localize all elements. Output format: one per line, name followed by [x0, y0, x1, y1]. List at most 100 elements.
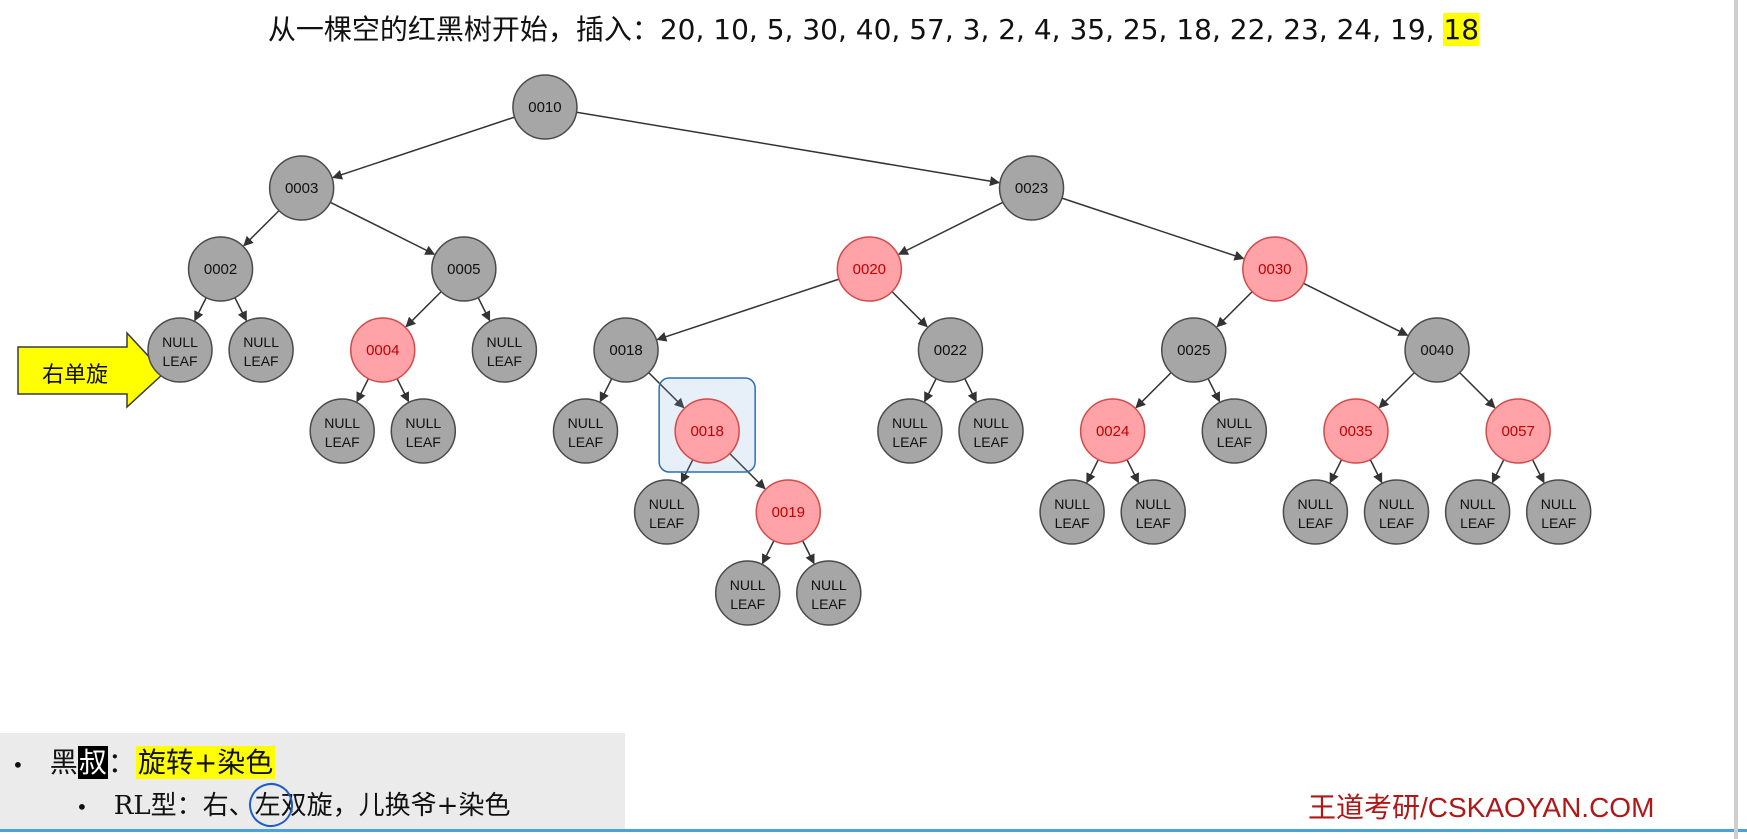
node-circle — [1039, 479, 1105, 545]
tree-node-0035-red: 0035 — [1323, 398, 1389, 464]
node-circle — [1242, 236, 1308, 302]
leaf-label-line-2: LEAF — [1541, 515, 1576, 531]
node-circle — [1485, 398, 1551, 464]
node-circle — [228, 317, 294, 383]
tree-node-0019-red: 0019 — [755, 479, 821, 545]
tree-node-0024-red: 0024 — [1079, 398, 1146, 464]
leaf-label-line-2: LEAF — [1136, 515, 1171, 531]
node-key-label: 0003 — [285, 180, 318, 197]
bullet: • — [12, 752, 24, 777]
tree-edge — [1086, 459, 1099, 484]
node-circle — [1444, 479, 1511, 545]
node-key-label: 0057 — [1501, 423, 1534, 440]
node-circle — [552, 398, 619, 464]
tree-edge — [576, 111, 1000, 187]
node-circle — [147, 317, 213, 383]
leaf-label-line-1: NULL — [1216, 415, 1252, 431]
node-key-label: 0019 — [772, 504, 805, 521]
rule-panel: •黑叔：旋转+染色 •RL型：右、左双旋，儿换爷+染色 — [0, 733, 625, 829]
node-circle — [998, 155, 1065, 221]
rule-double-rotation: 双旋，儿换爷+染色 — [280, 791, 511, 821]
node-circle — [836, 236, 903, 302]
node-circle — [1363, 479, 1430, 545]
leaf-label-line-2: LEAF — [162, 353, 197, 369]
node-circle — [390, 398, 457, 464]
node-circle — [1120, 479, 1186, 545]
node-circle — [958, 398, 1024, 464]
node-key-label: 0002 — [204, 261, 237, 278]
leaf-label-line-2: LEAF — [730, 596, 765, 612]
leaf-label-line-1: NULL — [405, 415, 441, 431]
tree-node-0025-black: 0025 — [1161, 317, 1227, 383]
tree-nodes: NULLLEAF0002NULLLEAF0003NULLLEAF0004NULL… — [147, 74, 1592, 626]
node-circle — [633, 479, 700, 545]
node-circle — [268, 155, 335, 221]
tree-edge — [396, 378, 410, 403]
tree-edge — [1135, 372, 1172, 409]
tree-edge — [234, 297, 247, 322]
bullet: • — [76, 795, 88, 819]
tree-edge — [356, 378, 370, 403]
rule-rotate-recolor: 旋转+染色 — [135, 746, 276, 779]
leaf-label-line-2: LEAF — [892, 434, 927, 450]
rule-rl-type: RL型：右、 — [113, 791, 255, 821]
tree-node-0040-black: 0040 — [1404, 317, 1470, 383]
tree-edge — [648, 372, 685, 409]
node-circle — [471, 317, 538, 383]
tree-edge — [243, 210, 280, 247]
node-circle — [1079, 398, 1146, 464]
tree-edges — [194, 111, 1545, 565]
node-circle — [1161, 317, 1227, 383]
rotation-arrow-shape — [17, 331, 166, 409]
node-circle — [1323, 398, 1389, 464]
tree-node-0010-black: 0010 — [512, 74, 578, 140]
tree-edge — [891, 291, 928, 328]
tree-edge — [477, 297, 491, 322]
rule-line-1: •黑叔：旋转+染色 — [12, 741, 276, 781]
rule-left-circled: 左 — [255, 785, 281, 822]
tree-node-0023-black: 0023 — [998, 155, 1065, 221]
tree-edge — [656, 278, 840, 342]
tree-edge — [1216, 291, 1253, 328]
node-circle — [714, 560, 781, 626]
tree-edge — [332, 116, 515, 180]
node-key-label: 0024 — [1096, 423, 1129, 440]
node-circle — [796, 560, 862, 626]
tree-edge — [1491, 459, 1505, 484]
right-rotation-label: 右单旋 — [42, 363, 109, 388]
bottom-divider — [0, 829, 1747, 832]
tree-edge — [1207, 378, 1221, 403]
tree-edge — [1126, 459, 1140, 484]
leaf-label-line-1: NULL — [162, 334, 198, 350]
node-key-label: 0010 — [528, 99, 561, 116]
tree-edge — [405, 291, 442, 328]
leaf-label-line-2: LEAF — [406, 434, 441, 450]
null-leaf-node: NULL LEAF — [147, 317, 213, 383]
node-circle — [187, 236, 254, 302]
title-text: 从一棵空的红黑树开始，插入：20, 10, 5, 30, 40, 57, 3, … — [267, 13, 1435, 46]
leaf-label-line-1: NULL — [1379, 496, 1415, 512]
tree-node-0003-black: 0003 — [268, 155, 335, 221]
node-key-label: 0004 — [366, 342, 399, 359]
null-leaf-node: NULL LEAF — [390, 398, 457, 464]
node-key-label: 0030 — [1258, 261, 1291, 278]
leaf-label-line-1: NULL — [243, 334, 279, 350]
node-circle — [877, 398, 943, 464]
node-circle — [1404, 317, 1470, 383]
node-key-label: 0018 — [690, 423, 723, 440]
rule-black: 黑 — [49, 746, 78, 779]
brand-watermark: 王道考研/CSKAOYAN.COM — [1308, 792, 1655, 823]
tree-edge — [1329, 459, 1343, 484]
node-circle — [674, 398, 740, 464]
tree-node-0030-red: 0030 — [1242, 236, 1308, 302]
rule-uncle: 叔 — [77, 746, 108, 779]
right-scrollbar-edge — [1734, 0, 1738, 839]
node-key-label: 0023 — [1015, 180, 1048, 197]
